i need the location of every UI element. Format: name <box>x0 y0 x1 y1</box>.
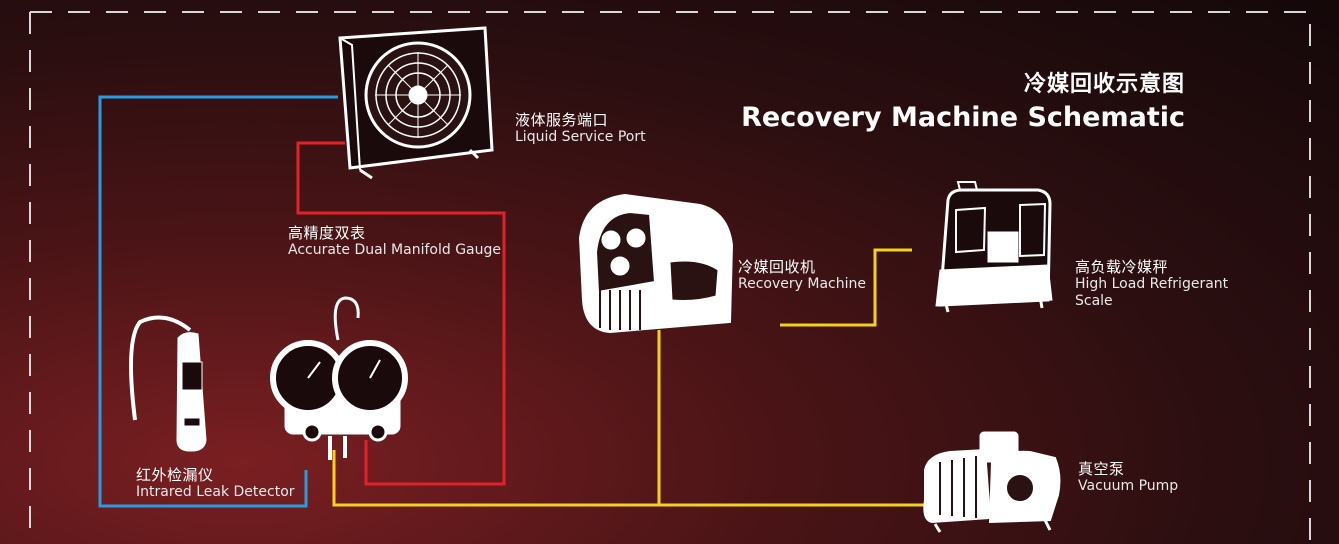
diagram-title: 冷媒回收示意图 Recovery Machine Schematic <box>741 66 1185 133</box>
label-vacuum-pump-en: Vacuum Pump <box>1078 478 1179 494</box>
diagram-title-en: Recovery Machine Schematic <box>741 102 1185 133</box>
label-refrigerant-scale-zh: 高负载冷媒秤 <box>1075 258 1169 276</box>
vacuum-pump-icon <box>923 431 1061 533</box>
label-vacuum-pump: 真空泵 Vacuum Pump <box>1078 460 1178 495</box>
label-refrigerant-scale-en-2: Scale <box>1075 292 1113 309</box>
refrigerant-scale-icon <box>935 181 1053 313</box>
leak-detector-icon <box>129 315 207 452</box>
yellow-connection-line-gauge-pump <box>332 450 930 507</box>
label-recovery-machine-zh: 冷媒回收机 <box>738 258 816 276</box>
label-liquid-service-port-en: Liquid Service Port <box>515 129 646 145</box>
label-refrigerant-scale: 高负载冷媒秤 High Load Refrigerant Scale <box>1075 258 1228 310</box>
yellow-connection-line-machine-scale <box>780 248 912 327</box>
label-vacuum-pump-zh: 真空泵 <box>1078 460 1125 478</box>
label-refrigerant-scale-en-1: High Load Refrigerant <box>1075 276 1229 292</box>
label-liquid-service-port: 液体服务端口 Liquid Service Port <box>515 111 646 146</box>
label-manifold-gauge-en: Accurate Dual Manifold Gauge <box>288 242 502 258</box>
outdoor-ac-unit-icon <box>338 26 494 180</box>
label-leak-detector-en: Intrared Leak Detector <box>136 484 295 500</box>
diagram-title-zh: 冷媒回收示意图 <box>1023 72 1185 97</box>
dashed-border <box>29 11 1311 544</box>
label-liquid-service-port-zh: 液体服务端口 <box>515 111 609 129</box>
label-leak-detector-zh: 红外检漏仪 <box>136 466 214 484</box>
red-connection-line <box>296 141 506 486</box>
dual-manifold-gauge-icon <box>270 296 408 460</box>
label-leak-detector: 红外检漏仪 Intrared Leak Detector <box>136 466 295 501</box>
label-manifold-gauge-zh: 高精度双表 <box>288 224 366 242</box>
label-recovery-machine: 冷媒回收机 Recovery Machine <box>738 258 866 293</box>
blue-connection-line <box>98 95 338 508</box>
label-recovery-machine-en: Recovery Machine <box>738 276 866 292</box>
label-manifold-gauge: 高精度双表 Accurate Dual Manifold Gauge <box>288 224 501 259</box>
recovery-machine-icon <box>578 193 734 334</box>
